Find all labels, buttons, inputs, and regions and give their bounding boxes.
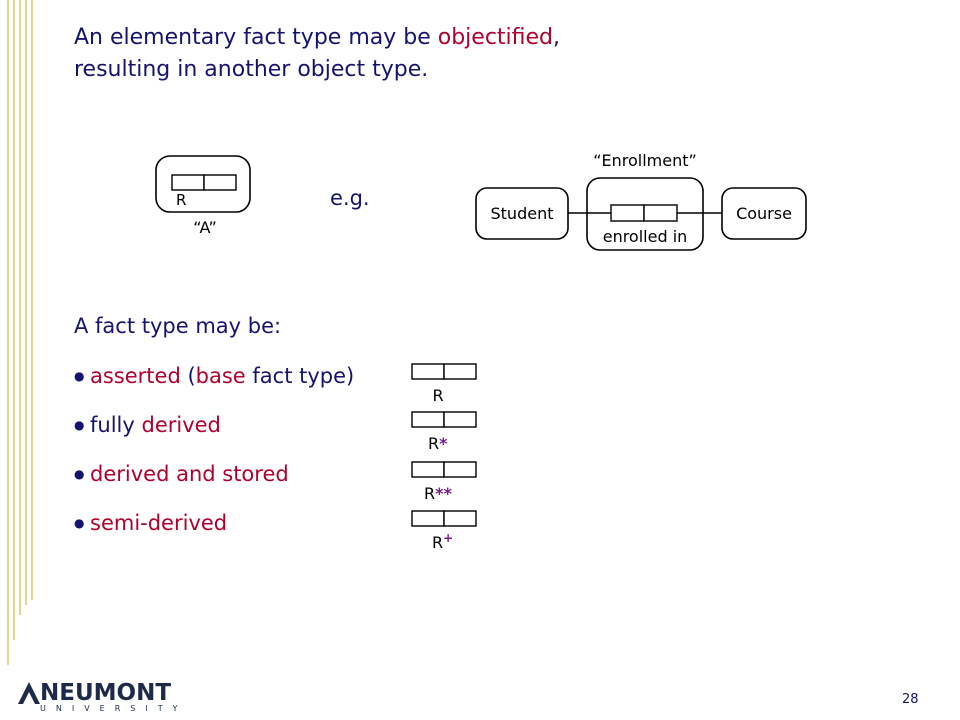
- fact-type-symbol-derived-stored: R**: [411, 461, 477, 503]
- bullet-icon: ●: [74, 467, 85, 481]
- logo-mark-icon: [18, 682, 40, 704]
- derived-term: derived: [141, 413, 221, 437]
- asserted-role-box-1: [411, 363, 445, 380]
- page-number: 28: [902, 692, 919, 707]
- list-item-fully-derived: ● fully derived: [74, 409, 354, 458]
- objectified-name-a: “A”: [193, 218, 216, 237]
- fully-prefix: fully: [90, 413, 142, 437]
- semi-derived-term: semi-derived: [90, 511, 228, 535]
- fact-type-symbol-asserted: R: [411, 363, 477, 405]
- asserted-term: asserted: [90, 364, 181, 388]
- decorative-vertical-lines: [7, 0, 33, 665]
- stored-symbol-label: R**: [424, 484, 452, 503]
- bullet-icon: ●: [74, 369, 85, 383]
- semi-symbol-label: R+: [432, 531, 453, 552]
- student-label: Student: [491, 204, 554, 223]
- fact-type-close: fact type): [245, 364, 355, 388]
- base-term: base: [195, 364, 246, 388]
- student-entity: [475, 187, 569, 240]
- enrollment-role-box-1: [610, 204, 645, 222]
- semi-role-box-1: [411, 510, 445, 527]
- slide-title: An elementary fact type may be objectifi…: [74, 22, 834, 86]
- role-label-r: R: [176, 191, 186, 209]
- fact-type-symbol-semi-derived: R+: [411, 510, 477, 552]
- course-label: Course: [736, 204, 792, 223]
- asserted-symbol-label: R: [432, 386, 443, 405]
- stored-role-box-1: [411, 461, 445, 478]
- list-item-derived-stored: ● derived and stored: [74, 458, 354, 507]
- logo-subtitle: UNIVERSITY: [40, 704, 188, 713]
- enrollment-name: “Enrollment”: [593, 151, 697, 170]
- fact-type-symbol-fully-derived: R*: [411, 411, 477, 453]
- title-highlight-objectified: objectified: [437, 25, 554, 50]
- course-entity: [721, 187, 807, 240]
- derived-role-box-2: [443, 411, 477, 428]
- stored-role-box-2: [443, 461, 477, 478]
- asserted-paren-open: (: [180, 364, 196, 388]
- bullet-icon: ●: [74, 418, 85, 432]
- list-item-semi-derived: ● semi-derived: [74, 507, 354, 556]
- fact-type-list: ● asserted (base fact type) ● fully derive…: [74, 360, 354, 556]
- role-box-2: [203, 174, 237, 191]
- derived-stored-term: derived and stored: [90, 462, 289, 486]
- asserted-role-box-2: [443, 363, 477, 380]
- derived-role-box-1: [411, 411, 445, 428]
- objectified-fact-type-a: R “A”: [155, 155, 251, 237]
- role-box-1: [171, 174, 205, 191]
- enrollment-role-box-2: [643, 204, 678, 222]
- bullet-icon: ●: [74, 516, 85, 530]
- neumont-logo: NEUMONT UNIVERSITY: [18, 680, 178, 714]
- derived-symbol-label: R*: [428, 434, 448, 453]
- list-item-asserted: ● asserted (base fact type): [74, 360, 354, 409]
- title-line-2: resulting in another object type.: [74, 57, 429, 82]
- title-comma: ,: [553, 25, 561, 50]
- fact-types-lead: A fact type may be:: [74, 314, 282, 338]
- logo-wordmark: NEUMONT: [40, 680, 172, 706]
- enrolled-in-reading: enrolled in: [603, 227, 688, 246]
- eg-label: e.g.: [330, 186, 370, 210]
- title-text-start: An elementary fact type may be: [74, 25, 438, 50]
- enrollment-example: “Enrollment” Student enrolled in Course: [475, 151, 807, 251]
- semi-role-box-2: [443, 510, 477, 527]
